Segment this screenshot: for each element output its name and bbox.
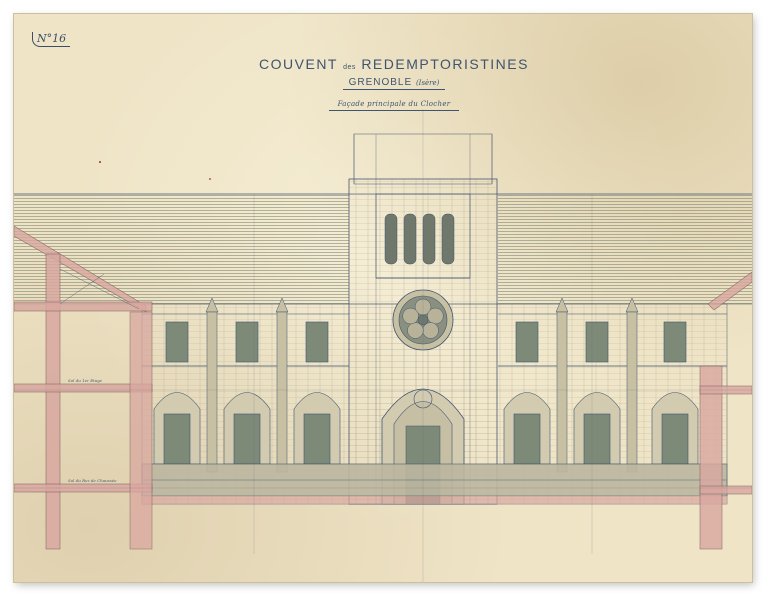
right-arcade <box>503 392 699 465</box>
title-word-couvent: COUVENT <box>259 56 338 72</box>
belfry-openings <box>384 213 455 265</box>
roof-left <box>14 194 349 304</box>
right-section <box>699 271 752 550</box>
title-city: GRENOBLE (Isère) <box>342 77 446 90</box>
title-word-redemptoristines: REDEMPTORISTINES <box>361 56 529 72</box>
facade-elevation <box>14 109 752 582</box>
ground-wash <box>142 496 727 504</box>
construction-lines <box>14 109 752 582</box>
drawing-subtitle: Façade principale du Clocher <box>329 100 459 111</box>
title-block: COUVENT des REDEMPTORISTINES GRENOBLE (I… <box>244 56 544 111</box>
level-label-lower: Sol du Rez de Chaussée <box>68 478 117 483</box>
left-wing-upper-windows <box>165 321 329 363</box>
title-word-des: des <box>343 64 356 71</box>
left-arcade <box>153 392 341 465</box>
drawing-sheet: N°16 COUVENT des REDEMPTORISTINES GRENOB… <box>14 14 752 582</box>
drawing-title: COUVENT des REDEMPTORISTINES <box>244 56 544 72</box>
city-department: (Isère) <box>415 79 440 87</box>
roof-right <box>498 194 752 304</box>
sheet-number: N°16 <box>32 32 71 47</box>
city-name: GRENOBLE <box>348 77 413 88</box>
right-wing-upper-windows <box>515 321 687 363</box>
level-label-upper: Sol du 1er Etage <box>68 378 103 383</box>
